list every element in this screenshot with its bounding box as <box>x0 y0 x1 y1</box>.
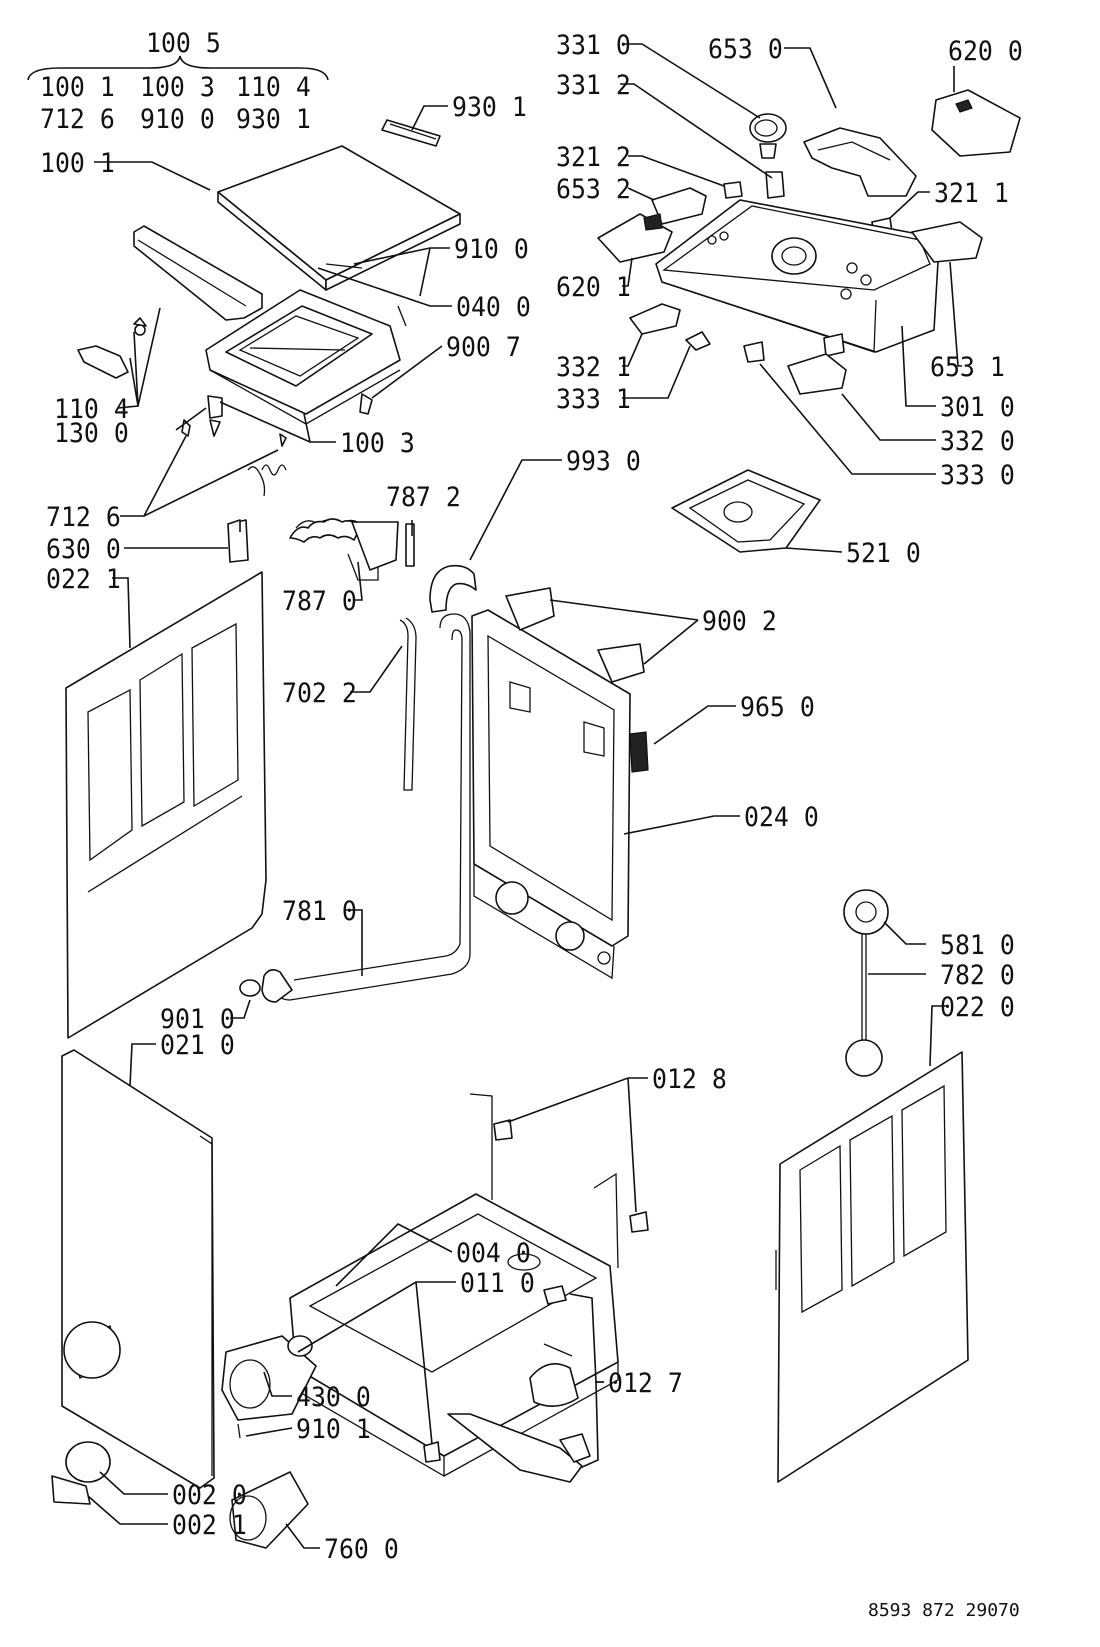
label-011-0: 011 0 <box>460 1268 535 1299</box>
label-521-0: 521 0 <box>846 538 921 569</box>
group-header-label: 100 5 <box>146 28 221 59</box>
label-630-0: 630 0 <box>46 534 121 565</box>
leader-lines <box>87 43 962 1549</box>
lid-assembly-drawing <box>77 119 461 563</box>
label-002-1: 002 1 <box>172 1510 247 1541</box>
label-130-0: 130 0 <box>54 418 129 449</box>
label-012-7: 012 7 <box>608 1368 683 1399</box>
label-900-7: 900 7 <box>446 332 521 363</box>
group-brace <box>27 55 329 81</box>
label-012-8: 012 8 <box>652 1064 727 1095</box>
label-760-0: 760 0 <box>324 1534 399 1565</box>
hose-drawings <box>239 518 477 1003</box>
pump-drawing <box>51 1335 317 1549</box>
label-712-6: 712 6 <box>46 502 121 533</box>
label-930-1: 930 1 <box>452 92 527 123</box>
group-row2-col3: 930 1 <box>236 104 311 135</box>
label-620-0: 620 0 <box>948 36 1023 67</box>
label-002-0: 002 0 <box>172 1480 247 1511</box>
label-333-1: 333 1 <box>556 384 631 415</box>
label-110-4: 110 4 <box>54 394 129 425</box>
control-panel-drawing <box>597 89 1021 395</box>
label-321-2: 321 2 <box>556 142 631 173</box>
label-332-0: 332 0 <box>940 426 1015 457</box>
label-900-2: 900 2 <box>702 606 777 637</box>
label-024-0: 024 0 <box>744 802 819 833</box>
detergent-drawer-drawing <box>671 469 821 553</box>
label-581-0: 581 0 <box>940 930 1015 961</box>
group-row1-col3: 110 4 <box>236 72 311 103</box>
group-row2-col1: 712 6 <box>40 104 115 135</box>
label-787-2: 787 2 <box>386 482 461 513</box>
label-653-0: 653 0 <box>708 34 783 65</box>
label-993-0: 993 0 <box>566 446 641 477</box>
label-653-2: 653 2 <box>556 174 631 205</box>
label-901-0: 901 0 <box>160 1004 235 1035</box>
label-100-1: 100 1 <box>40 148 115 179</box>
rear-frame-drawing <box>471 587 649 980</box>
label-022-0: 022 0 <box>940 992 1015 1023</box>
small-parts-drawing <box>447 1285 591 1483</box>
label-301-0: 301 0 <box>940 392 1015 423</box>
label-781-0: 781 0 <box>282 896 357 927</box>
label-653-1: 653 1 <box>930 352 1005 383</box>
label-004-0: 004 0 <box>456 1238 531 1269</box>
label-022-1: 022 1 <box>46 564 121 595</box>
group-row1-col2: 100 3 <box>140 72 215 103</box>
label-332-1: 332 1 <box>556 352 631 383</box>
group-row2-col2: 910 0 <box>140 104 215 135</box>
label-021-0: 021 0 <box>160 1030 235 1061</box>
label-333-0: 333 0 <box>940 460 1015 491</box>
label-787-0: 787 0 <box>282 586 357 617</box>
label-040-0: 040 0 <box>456 292 531 323</box>
front-panel-drawing <box>61 1049 215 1489</box>
label-331-2: 331 2 <box>556 70 631 101</box>
side-panel-left-drawing <box>65 571 267 1039</box>
label-910-1: 910 1 <box>296 1414 371 1445</box>
document-number: 8593 872 29070 <box>868 1600 1020 1621</box>
label-100-3: 100 3 <box>340 428 415 459</box>
label-702-2: 702 2 <box>282 678 357 709</box>
label-321-1: 321 1 <box>934 178 1009 209</box>
group-row1-col1: 100 1 <box>40 72 115 103</box>
label-965-0: 965 0 <box>740 692 815 723</box>
label-331-0: 331 0 <box>556 30 631 61</box>
label-782-0: 782 0 <box>940 960 1015 991</box>
label-620-1: 620 1 <box>556 272 631 303</box>
label-430-0: 430 0 <box>296 1382 371 1413</box>
right-side-panel-drawing <box>775 889 969 1483</box>
label-910-0: 910 0 <box>454 234 529 265</box>
